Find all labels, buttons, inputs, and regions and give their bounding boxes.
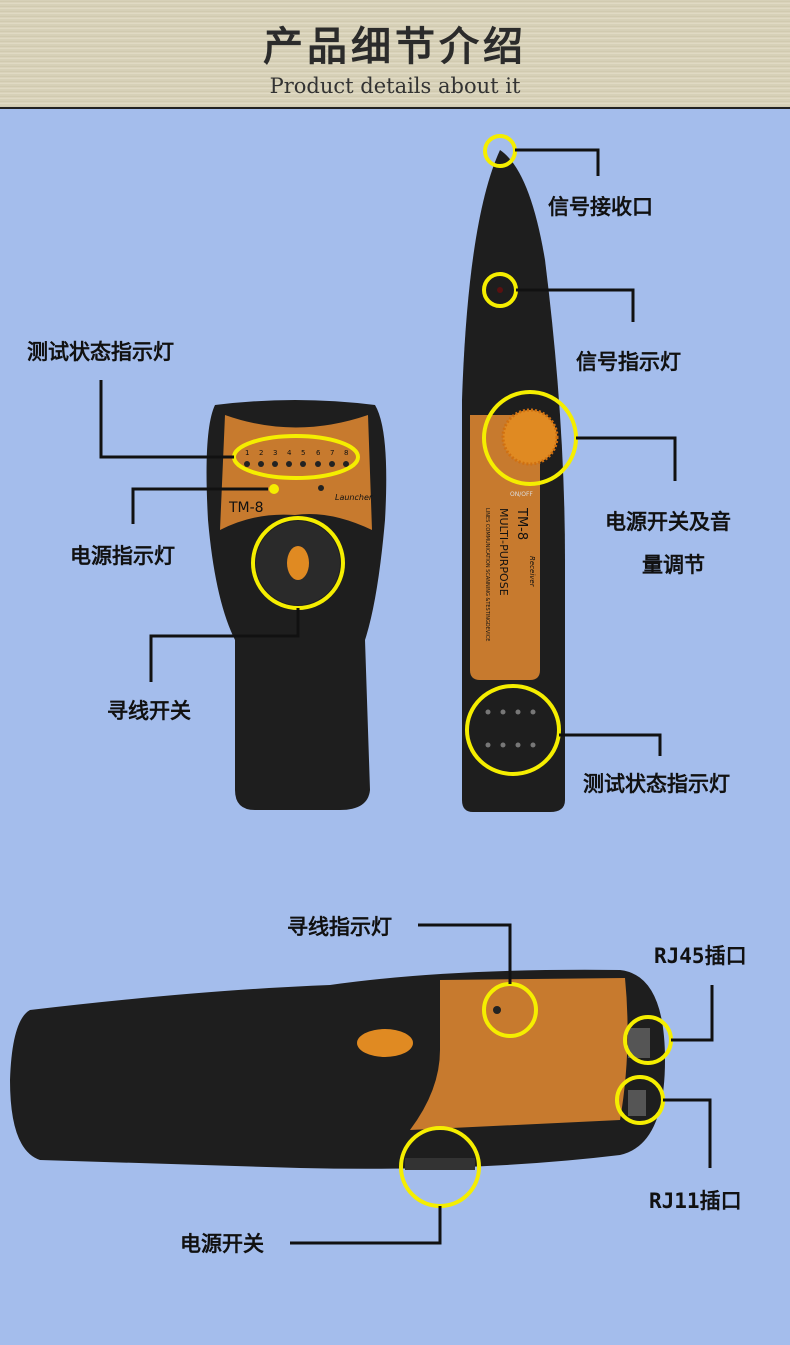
trace-button[interactable] bbox=[287, 546, 309, 580]
label-power-led: 电源指示灯 bbox=[70, 544, 175, 568]
label-signal-receiver: 信号接收口 bbox=[548, 195, 653, 219]
receiver-name-text: Receiver bbox=[528, 556, 536, 588]
led-number: 5 bbox=[301, 449, 305, 457]
led-number: 8 bbox=[344, 449, 348, 457]
receiver-model-text: TM-8 bbox=[514, 507, 529, 540]
label-trace-switch: 寻线开关 bbox=[107, 699, 191, 723]
launcher-leds bbox=[244, 461, 349, 494]
led-number: 4 bbox=[287, 449, 292, 457]
launcher-side-view bbox=[10, 969, 665, 1170]
label-rj11: RJ11插口 bbox=[649, 1189, 742, 1213]
receiver-type-text: MULTI-PURPOSE bbox=[497, 508, 510, 596]
page-subtitle: Product details about it bbox=[269, 74, 521, 98]
led-number: 2 bbox=[259, 449, 263, 457]
led-number: 1 bbox=[245, 449, 249, 457]
launcher-model-text: TM-8 bbox=[228, 500, 264, 516]
power-slide-switch[interactable] bbox=[405, 1158, 475, 1170]
label-rj45: RJ45插口 bbox=[654, 944, 747, 968]
label-power-switch: 电源开关 bbox=[180, 1232, 264, 1256]
led-number: 3 bbox=[273, 449, 277, 457]
led-number: 6 bbox=[316, 449, 321, 457]
leader-lines bbox=[99, 148, 714, 1245]
receiver-leds bbox=[485, 709, 536, 748]
label-launcher-test-led: 测试状态指示灯 bbox=[27, 340, 174, 364]
page-title: 产品细节介绍 bbox=[263, 24, 527, 70]
receiver-desc-text: LINES COMMUNICATION SCANNING &TESTINGDEV… bbox=[484, 508, 490, 641]
header-banner: 产品细节介绍 Product details about it bbox=[0, 0, 790, 109]
launcher-name-text: Launcher bbox=[335, 493, 373, 502]
label-power-volume-1: 电源开关及音 bbox=[605, 510, 731, 534]
power-volume-knob[interactable] bbox=[501, 408, 559, 466]
label-receiver-test-led: 测试状态指示灯 bbox=[583, 772, 730, 796]
launcher-device: TM-8 Launcher 1 2 3 4 5 6 7 8 bbox=[206, 400, 387, 810]
label-signal-led: 信号指示灯 bbox=[576, 350, 681, 374]
led-number: 7 bbox=[330, 449, 334, 457]
onoff-text: ON/OFF bbox=[510, 491, 533, 498]
label-trace-led: 寻线指示灯 bbox=[287, 915, 392, 939]
label-power-volume-2: 量调节 bbox=[642, 553, 705, 577]
